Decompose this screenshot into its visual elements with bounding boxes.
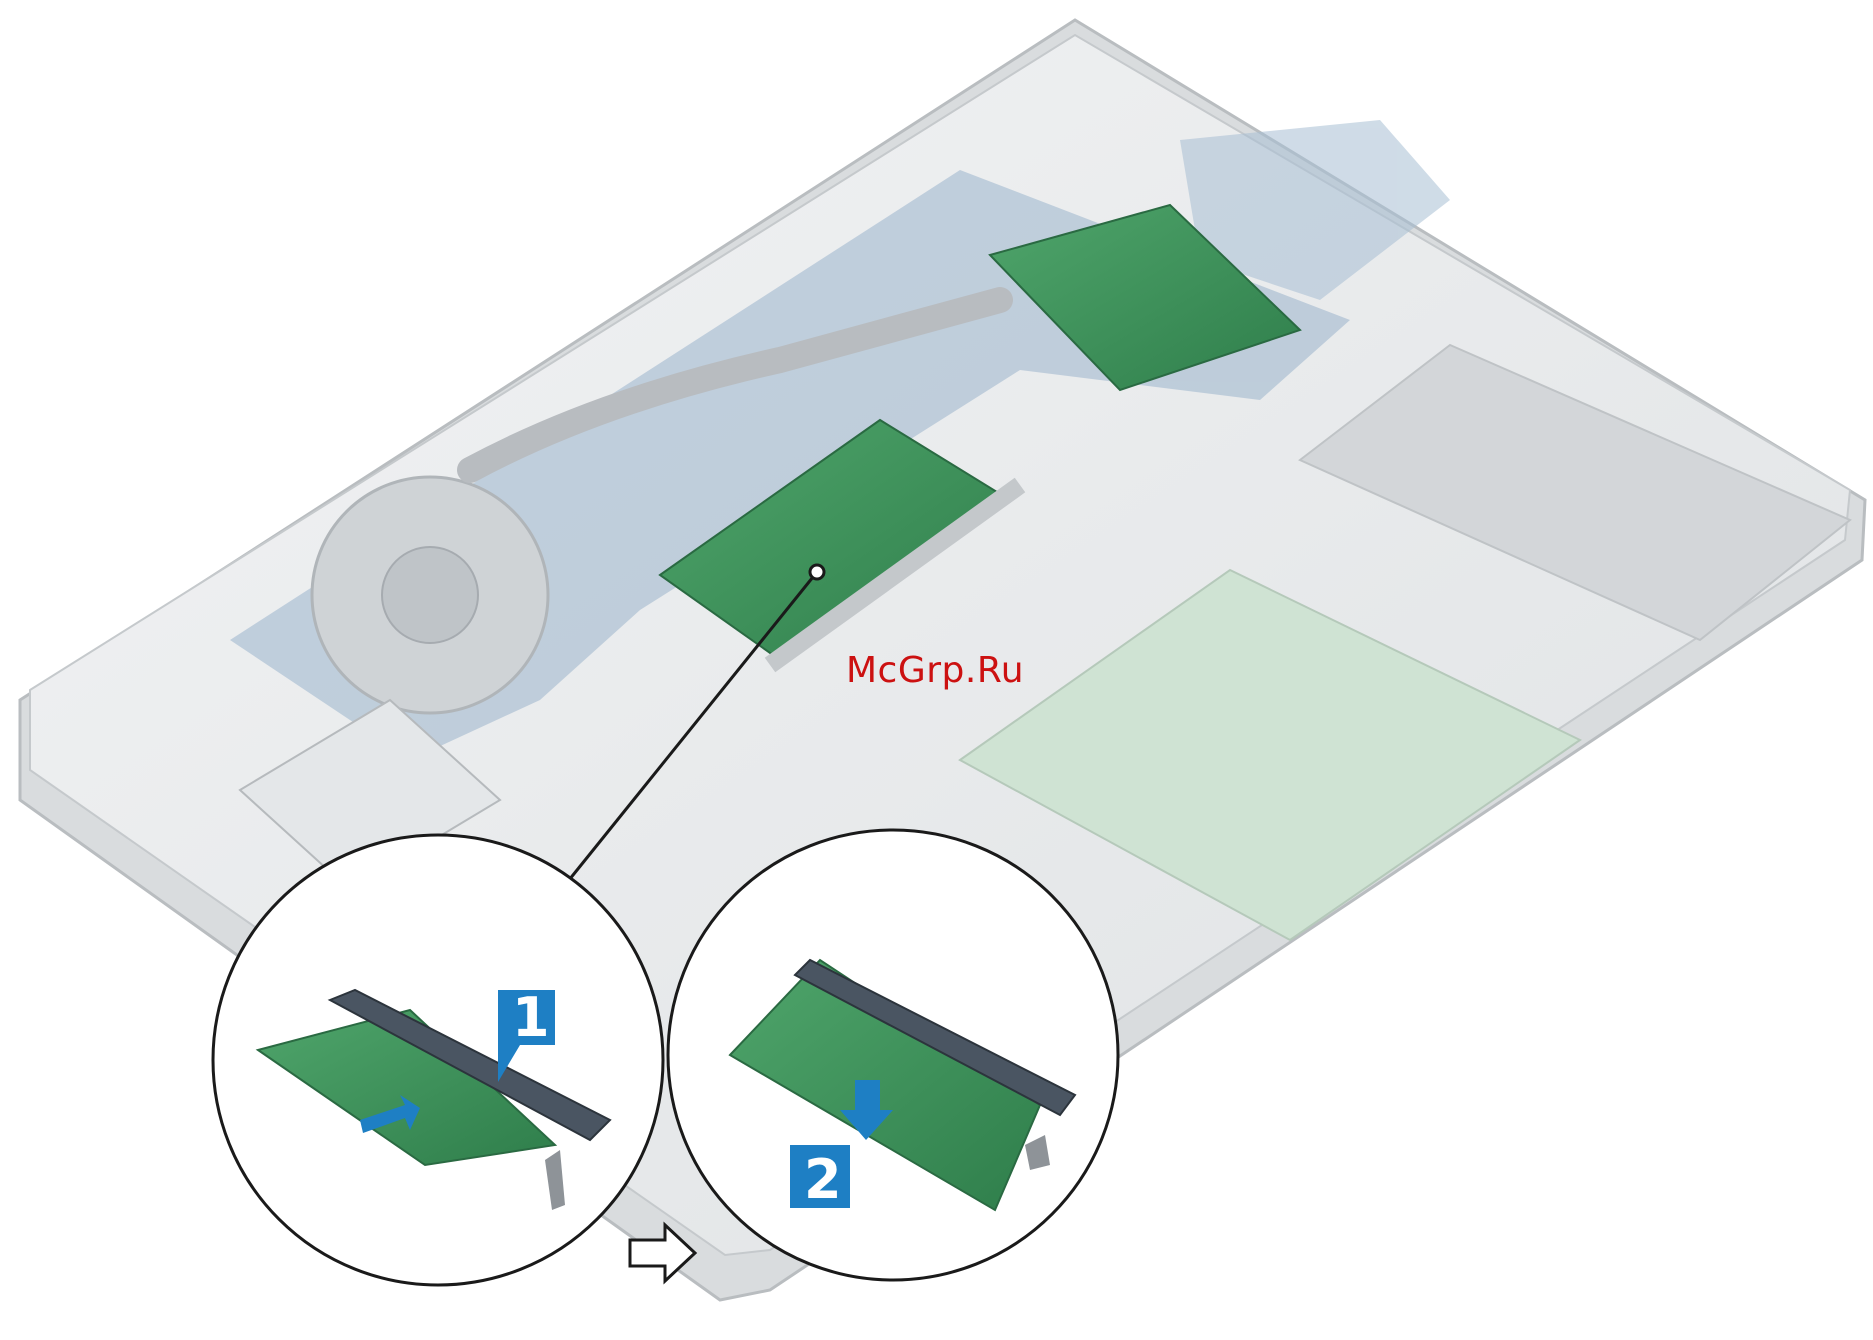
watermark-text: McGrp.Ru xyxy=(846,650,1024,691)
step-2-number: 2 xyxy=(804,1148,842,1211)
detail-circle-1 xyxy=(213,835,663,1285)
callout-origin-dot xyxy=(810,565,824,579)
step-1-number: 1 xyxy=(512,986,550,1049)
step-2-callout: 2 xyxy=(790,1145,850,1211)
cooling-fan xyxy=(312,477,548,713)
detail-circle-2 xyxy=(668,830,1118,1280)
